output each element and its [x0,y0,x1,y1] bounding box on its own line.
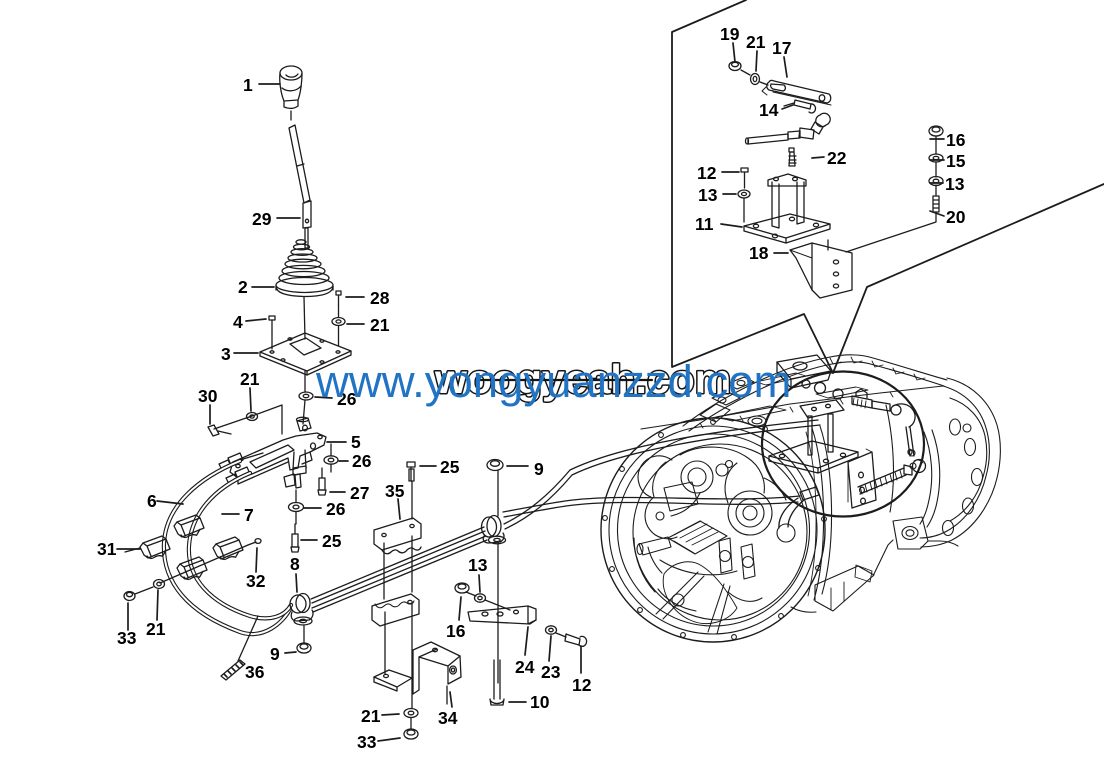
svg-text:24: 24 [515,657,535,677]
svg-text:4: 4 [233,312,243,332]
svg-text:25: 25 [440,457,460,477]
svg-text:21: 21 [746,32,766,52]
svg-text:12: 12 [572,675,592,695]
svg-text:3: 3 [221,344,231,364]
svg-text:16: 16 [946,130,966,150]
svg-text:16: 16 [446,621,466,641]
svg-text:21: 21 [361,706,381,726]
svg-text:21: 21 [146,619,166,639]
svg-text:36: 36 [245,662,265,682]
svg-text:27: 27 [350,483,369,503]
svg-text:23: 23 [541,662,561,682]
svg-text:22: 22 [827,148,847,168]
svg-text:5: 5 [351,432,361,452]
svg-text:20: 20 [946,207,966,227]
svg-text:21: 21 [370,315,390,335]
svg-text:17: 17 [772,38,791,58]
svg-text:18: 18 [749,243,769,263]
svg-text:26: 26 [337,389,357,409]
svg-text:7: 7 [244,505,254,525]
svg-text:www.yongyuanzzd.com: www.yongyuanzzd.com [315,356,791,407]
svg-text:28: 28 [370,288,390,308]
svg-text:26: 26 [352,451,372,471]
svg-text:13: 13 [468,555,488,575]
svg-text:2: 2 [238,277,248,297]
svg-text:33: 33 [117,628,137,648]
svg-text:13: 13 [698,185,718,205]
svg-text:9: 9 [270,644,280,664]
svg-text:25: 25 [322,531,342,551]
svg-text:15: 15 [946,151,966,171]
svg-text:6: 6 [147,491,157,511]
svg-text:12: 12 [697,163,717,183]
svg-text:13: 13 [945,174,965,194]
svg-text:35: 35 [385,481,405,501]
svg-text:10: 10 [530,692,550,712]
svg-text:1: 1 [243,75,253,95]
svg-text:34: 34 [438,708,458,728]
svg-text:14: 14 [759,100,779,120]
svg-text:33: 33 [357,732,377,752]
svg-text:32: 32 [246,571,266,591]
svg-text:30: 30 [198,386,218,406]
svg-text:19: 19 [720,24,740,44]
svg-text:11: 11 [695,214,714,234]
svg-text:31: 31 [97,539,117,559]
svg-text:29: 29 [252,209,272,229]
svg-text:9: 9 [534,459,544,479]
svg-text:8: 8 [290,554,300,574]
svg-text:26: 26 [326,499,346,519]
svg-text:21: 21 [240,369,260,389]
